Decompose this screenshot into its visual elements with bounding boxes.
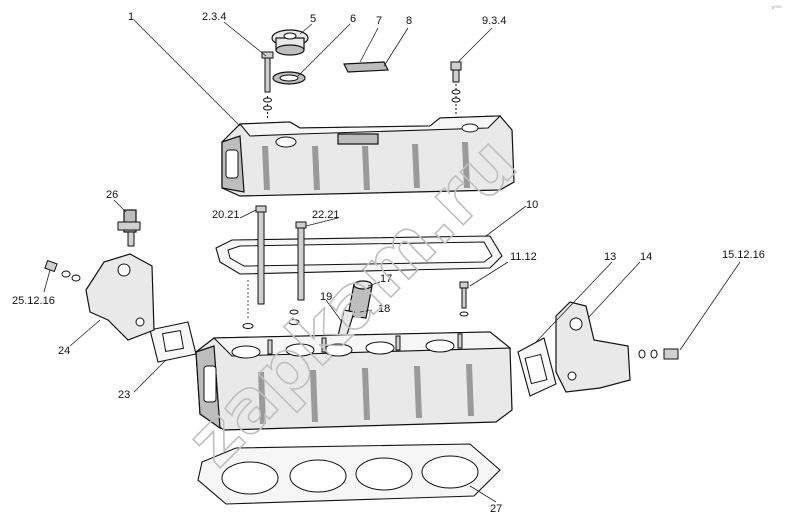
label-26: 26 bbox=[106, 189, 118, 201]
callout-labels: 1 2.3.4 5 6 7 8 9.3.4 10 11.12 13 14 15.… bbox=[12, 11, 765, 515]
injector-sleeve bbox=[337, 280, 373, 339]
label-9-3-4: 9.3.4 bbox=[482, 15, 506, 27]
lifting-bracket-right bbox=[555, 301, 631, 393]
cover-plate bbox=[343, 61, 389, 73]
valve-cover-ribs bbox=[262, 142, 470, 190]
head-gasket bbox=[197, 443, 501, 505]
label-20-21: 20.21 bbox=[212, 209, 240, 221]
label-23: 23 bbox=[118, 389, 130, 401]
cylinder-head bbox=[195, 331, 513, 431]
cylinder-head-studs bbox=[267, 333, 463, 355]
label-18: 18 bbox=[378, 303, 390, 315]
label-7: 7 bbox=[376, 15, 382, 27]
label-13: 13 bbox=[604, 251, 616, 263]
label-24: 24 bbox=[58, 345, 70, 357]
label-2-3-4: 2.3.4 bbox=[202, 11, 226, 23]
filler-cap-seal bbox=[272, 71, 306, 85]
oil-filler-cap bbox=[271, 29, 309, 56]
flange-gasket-right bbox=[517, 337, 557, 397]
corner-mark: ᵖ⁰⁰⁰ bbox=[772, 5, 782, 12]
valve-cover bbox=[221, 115, 515, 197]
label-10: 10 bbox=[526, 199, 538, 211]
head-bolt-long-left bbox=[242, 205, 267, 329]
valve-cover-gasket bbox=[215, 235, 503, 275]
flange-gasket-left bbox=[149, 321, 197, 363]
label-5: 5 bbox=[310, 13, 316, 25]
label-1: 1 bbox=[128, 11, 134, 23]
head-bolt-short bbox=[459, 281, 469, 317]
leader-lines bbox=[43, 19, 741, 503]
label-14: 14 bbox=[640, 251, 652, 263]
label-17: 17 bbox=[380, 273, 392, 285]
label-15-12-16: 15.12.16 bbox=[722, 249, 765, 261]
bracket-bolt-left bbox=[44, 259, 81, 282]
label-6: 6 bbox=[350, 13, 356, 25]
cylinder-head-ribs bbox=[258, 364, 474, 424]
label-19: 19 bbox=[320, 291, 332, 303]
temperature-sensor bbox=[117, 209, 141, 247]
cover-bolt-right bbox=[450, 61, 462, 116]
label-25-12-16: 25.12.16 bbox=[12, 295, 55, 307]
cylinder-head-ports bbox=[231, 339, 455, 359]
bracket-bolt-right bbox=[638, 348, 679, 360]
cover-stud-left bbox=[261, 51, 274, 118]
label-22-21: 22.21 bbox=[312, 209, 340, 221]
label-8: 8 bbox=[406, 15, 412, 27]
head-bolt-long-right bbox=[288, 221, 307, 325]
label-27: 27 bbox=[490, 503, 502, 515]
label-11-12: 11.12 bbox=[510, 251, 537, 263]
lifting-bracket-left bbox=[85, 253, 155, 341]
